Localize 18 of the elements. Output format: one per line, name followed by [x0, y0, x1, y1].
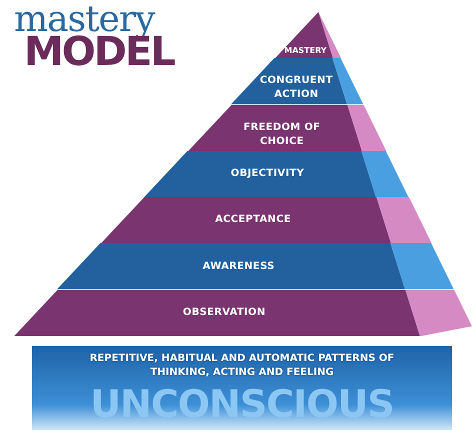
band-description: REPETITIVE, HABITUAL AND AUTOMATIC PATTERNS OF THINKING, ACTING AND FEELING: [88, 352, 396, 380]
pyramid-layer: [57, 243, 454, 290]
pyramid-layer: [188, 104, 386, 151]
layer-label: AWARENESS: [202, 260, 276, 274]
layer-label: MASTERY: [283, 45, 328, 56]
pyramid-layer: [274, 12, 341, 58]
title: mastery MODEL: [14, 2, 174, 72]
layer-label: OBJECTIVITY: [230, 166, 306, 181]
pyramid-layer: [100, 197, 432, 244]
pyramid-layer: [14, 290, 472, 336]
layer-label: OBSERVATION: [182, 306, 266, 320]
pyramid-layer: [231, 58, 364, 105]
layer-label: FREEDOM OF CHOICE: [242, 120, 322, 149]
base-band: [32, 346, 452, 430]
band-heading: UNCONSCIOUS: [89, 382, 395, 426]
layer-label: ACCEPTANCE: [214, 213, 292, 228]
layer-label: CONGRUENT ACTION: [258, 74, 334, 102]
pyramid-layer: [144, 150, 409, 198]
